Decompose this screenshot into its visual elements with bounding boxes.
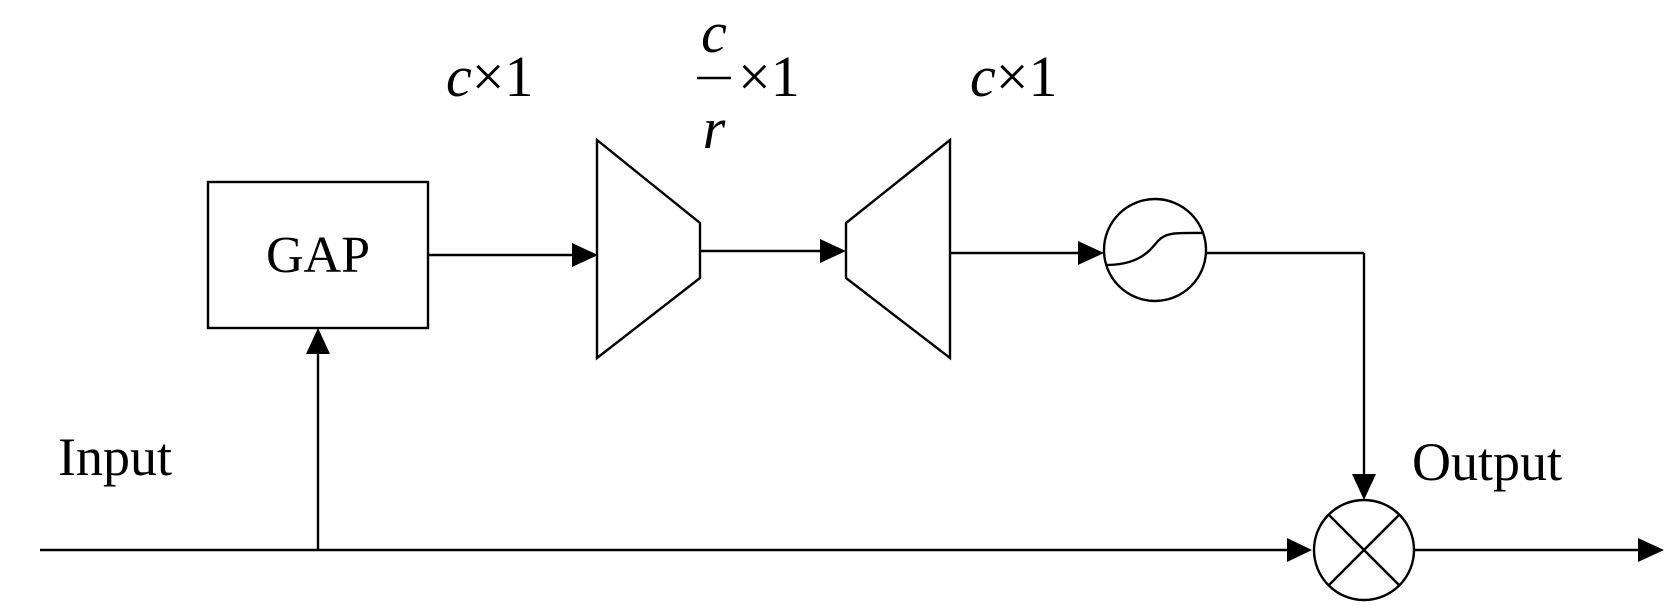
input-label: Input <box>58 427 172 487</box>
arrow-to-gap <box>306 328 330 354</box>
dim-fc1-denominator: r <box>703 96 726 161</box>
dim-gap-out-var: c <box>446 44 472 109</box>
gap-label: GAP <box>266 227 370 284</box>
multiply-icon <box>1312 498 1416 602</box>
dim-gap-out-times: ×1 <box>472 44 534 109</box>
dim-fc2-out-var: c <box>970 44 996 109</box>
fc-reduce-trapezoid <box>595 137 702 361</box>
output-label: Output <box>1412 432 1562 492</box>
arrow-to-fc1 <box>572 243 598 267</box>
fc-expand-trapezoid <box>844 137 952 361</box>
arrow-to-fc2 <box>820 239 846 263</box>
dim-gap-out: c×1 <box>446 44 533 109</box>
arrow-output <box>1638 538 1664 562</box>
dim-fc1-out: c r ×1 <box>697 0 800 161</box>
dim-fc2-out: c×1 <box>970 44 1057 109</box>
sigmoid-icon <box>1102 197 1208 303</box>
dim-fc2-out-times: ×1 <box>996 44 1058 109</box>
arrow-down-to-multiply <box>1352 474 1376 500</box>
dim-fc1-times: ×1 <box>738 44 800 109</box>
arrow-to-sigmoid <box>1078 241 1104 265</box>
arrow-to-multiply <box>1287 538 1312 562</box>
gap-box <box>206 180 430 330</box>
dim-fc1-numerator: c <box>701 0 727 65</box>
